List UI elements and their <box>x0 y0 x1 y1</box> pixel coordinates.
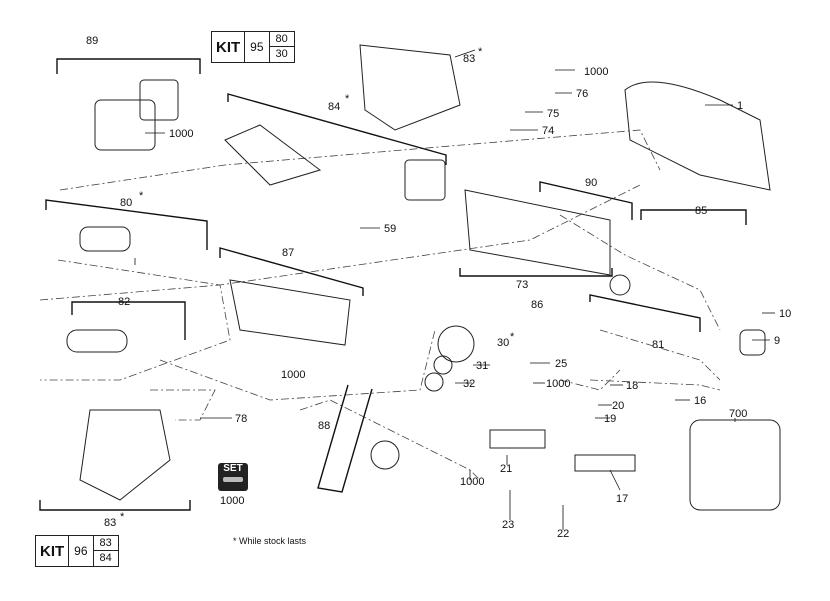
set-badge: SET <box>218 463 248 491</box>
label-22: 22 <box>557 528 569 540</box>
motor-housing-89-sketch <box>94 99 156 151</box>
blade-clamp-21-sketch <box>489 429 546 449</box>
svg-text:*: * <box>510 331 515 343</box>
rotor-80-sketch <box>79 226 131 252</box>
label-89: 89 <box>86 35 98 47</box>
label-31: 31 <box>476 360 488 372</box>
label-85: 85 <box>695 205 707 217</box>
shoe-cover-87-sketch <box>229 279 351 346</box>
label-20: 20 <box>612 400 624 412</box>
label-76: 76 <box>576 88 588 100</box>
label-23: 23 <box>502 519 514 531</box>
label-17: 17 <box>616 493 628 505</box>
label-83-handle: 83 <box>104 517 116 529</box>
washer-31-sketch <box>433 355 453 375</box>
label-32: 32 <box>463 378 475 390</box>
label-86: 86 <box>531 299 543 311</box>
label-59: 59 <box>384 223 396 235</box>
label-82: 82 <box>118 296 130 308</box>
label-80: 80 <box>120 197 132 209</box>
label-83: 83 <box>463 53 475 65</box>
label-84: 84 <box>328 101 340 113</box>
plunger-17-sketch <box>574 454 636 472</box>
svg-text:*: * <box>478 46 483 58</box>
asterisks: * * * * * <box>120 46 515 523</box>
label-1000-stud: 1000 <box>460 476 484 488</box>
footnote: * While stock lasts <box>233 536 307 546</box>
label-25: 25 <box>555 358 567 370</box>
svg-text:*: * <box>139 190 144 202</box>
cam-88-sketch <box>370 440 400 470</box>
sleeve-9-sketch <box>739 329 766 356</box>
kit-96-box: KIT 96 83 84 <box>35 535 119 567</box>
washer-32-sketch <box>424 372 444 392</box>
label-1000-clamp: 1000 <box>546 378 570 390</box>
label-700: 700 <box>729 408 747 420</box>
label-75: 75 <box>547 108 559 120</box>
gear-housing-1-sketch <box>624 81 771 191</box>
field-coil-84-sketch <box>404 159 446 201</box>
bail-82-sketch <box>66 329 128 353</box>
set-number: 1000 <box>220 495 245 507</box>
bearing-81-sketch <box>609 274 631 296</box>
label-18: 18 <box>626 380 638 392</box>
switch-block-89-sketch <box>139 79 179 121</box>
label-10: 10 <box>779 308 791 320</box>
label-90: 90 <box>585 177 597 189</box>
label-78: 78 <box>235 413 247 425</box>
part-labels: 89 83 1000 76 75 74 1 84 80 1000 59 90 8… <box>86 35 791 540</box>
svg-text:*: * <box>120 511 125 523</box>
label-1000: 1000 <box>584 66 608 78</box>
label-1: 1 <box>737 100 743 112</box>
label-30: 30 <box>497 337 509 349</box>
label-19: 19 <box>604 413 616 425</box>
label-73: 73 <box>516 279 528 291</box>
label-9: 9 <box>774 335 780 347</box>
label-81: 81 <box>652 339 664 351</box>
gear-30-sketch <box>437 325 475 363</box>
carry-case-700-sketch <box>689 419 781 511</box>
screw-icon <box>223 477 243 482</box>
gearbox-frame-90-sketch <box>464 189 611 276</box>
leader-lines <box>134 49 775 530</box>
label-87: 87 <box>282 247 294 259</box>
handle-half-83-sketch <box>79 409 171 501</box>
kit-95-box: KIT 95 80 30 <box>211 31 295 63</box>
svg-text:*: * <box>345 93 350 105</box>
label-88: 88 <box>318 420 330 432</box>
bracket-lines <box>39 58 747 511</box>
handle-shell-83-sketch <box>359 44 461 131</box>
label-1000-motor: 1000 <box>169 128 193 140</box>
bearing-holder-84-sketch <box>224 124 322 186</box>
group-boundaries <box>39 129 721 481</box>
label-74: 74 <box>542 125 554 137</box>
label-1000-shoe: 1000 <box>281 369 305 381</box>
label-16: 16 <box>694 395 706 407</box>
label-21: 21 <box>500 463 512 475</box>
